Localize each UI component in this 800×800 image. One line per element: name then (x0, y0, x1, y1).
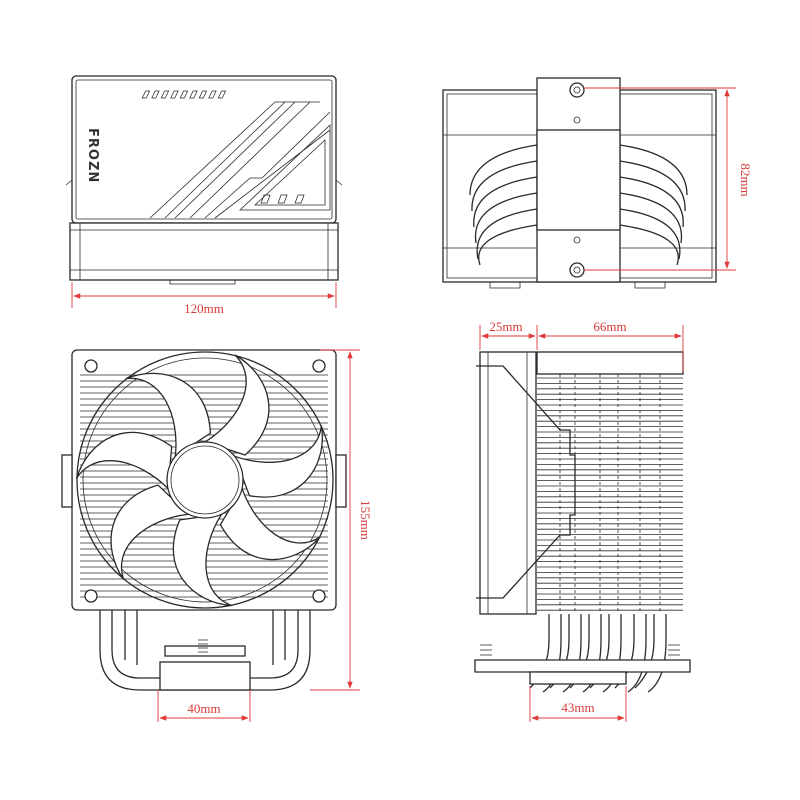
vent-slot (170, 90, 179, 99)
fan-blade (110, 484, 190, 580)
vent-slot (160, 90, 170, 99)
fan-blade (75, 431, 173, 490)
heatpipe (619, 176, 684, 228)
top-view-body (65, 179, 343, 285)
dimension-label-25mm: 25mm (489, 319, 522, 334)
fan-blade (125, 372, 212, 458)
front-view-fan (61, 349, 347, 611)
dimension-82mm: 82mm (584, 87, 753, 271)
dimension-120mm: 120mm (71, 282, 337, 316)
vent-slot (151, 90, 160, 99)
heatpipe (619, 192, 683, 244)
dimension-155mm: 155mm (310, 349, 373, 691)
heatpipe (619, 144, 688, 196)
heatpipe (469, 144, 538, 196)
fan-blade (172, 513, 233, 607)
heatpipe (474, 192, 538, 244)
vent-slot (189, 90, 198, 99)
top-view-front-panel: FROZN (71, 75, 337, 224)
dimension-66mm: 66mm (538, 319, 684, 372)
heatpipe (619, 208, 681, 260)
brand-logo: FROZN (85, 128, 100, 183)
heatpipe (471, 160, 538, 212)
side-view (474, 351, 691, 693)
vent-slot (141, 90, 151, 99)
front-view-heatpipes (99, 610, 311, 691)
fan-blade (203, 354, 270, 456)
dimension-label-40mm: 40mm (187, 701, 220, 716)
heatpipe (476, 208, 538, 260)
dimension-25mm: 25mm (479, 319, 538, 350)
dimension-label-66mm: 66mm (593, 319, 626, 334)
vent-slot (179, 90, 189, 99)
vent-slot (208, 90, 217, 99)
dimension-43mm: 43mm (529, 686, 627, 722)
dimension-label-82mm: 82mm (738, 163, 753, 196)
heatpipe (634, 614, 655, 689)
dimension-label-155mm: 155mm (358, 500, 373, 540)
heatpipe (619, 160, 686, 212)
top-down-view (442, 77, 717, 289)
dimension-label-120mm: 120mm (184, 301, 224, 316)
heatpipe (478, 224, 538, 266)
heatpipe (647, 614, 667, 693)
fan-blade (233, 425, 323, 498)
vent-slot (217, 90, 227, 99)
vent-slot (198, 90, 208, 99)
heatpipe (627, 614, 647, 693)
decor-stripes (149, 101, 331, 219)
dimension-label-43mm: 43mm (561, 700, 594, 715)
heatpipe (619, 224, 679, 266)
fan-blade (219, 486, 321, 561)
dimension-40mm: 40mm (157, 690, 251, 722)
heatpipe (473, 176, 538, 228)
